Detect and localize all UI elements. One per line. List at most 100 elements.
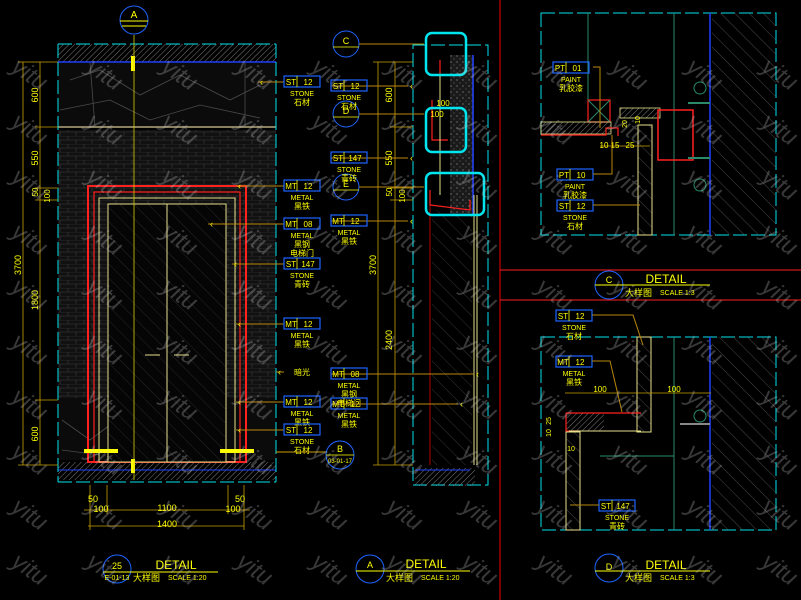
tag-code: ST xyxy=(286,260,296,269)
tag-type: STONE xyxy=(605,515,629,522)
dim-c-10b: 10 xyxy=(635,116,642,124)
detail-d-dimensions: 100 100 10 25 10 xyxy=(546,385,711,453)
tag-code: ST xyxy=(333,154,343,163)
leader-arrow-icon: ‹ xyxy=(460,399,463,409)
section-a-title-block: A DETAIL 大样图 SCALE 1:20 xyxy=(355,554,470,584)
leader-arrow-icon: ‹ xyxy=(410,81,413,91)
title-number: 25 xyxy=(112,561,122,571)
leader-arrow-icon: ‹ xyxy=(410,216,413,226)
tag-code: MT xyxy=(332,217,344,226)
detail-d-drawing[interactable] xyxy=(540,336,777,531)
callout-e[interactable]: E xyxy=(332,173,424,201)
watermark-text: yitu xyxy=(155,492,203,537)
marker-b-letter: B xyxy=(337,444,343,454)
title-letter: D xyxy=(606,562,613,572)
tag-type: STONE xyxy=(563,215,587,222)
section-a-drawing[interactable] xyxy=(412,31,489,486)
tag-cn: 黑铁 xyxy=(566,377,582,387)
dim-600-bottom: 600 xyxy=(30,426,40,441)
section-a-callouts[interactable]: C D E xyxy=(332,30,424,201)
leader-arrow-icon: ‹ xyxy=(278,367,281,377)
watermark-text: yitu xyxy=(380,547,428,592)
title-scale: SCALE 1:3 xyxy=(660,290,695,297)
elevation-tag-5[interactable]: ‹暗光 xyxy=(276,367,310,377)
tag-code: ST xyxy=(559,202,569,211)
tag-type: STONE xyxy=(290,273,314,280)
dim-50: 50 xyxy=(31,187,40,196)
tag-number: 147 xyxy=(301,260,315,269)
tag-code: ST xyxy=(286,426,296,435)
tag-cn: 黑钢 xyxy=(341,389,357,399)
elevation-title-block: 25 E-01-13 DETAIL 大样图 SCALE 1:20 xyxy=(102,554,218,584)
tag-type: PAINT xyxy=(561,77,582,84)
watermark-text: yitu xyxy=(530,107,578,152)
dim-d-100a: 100 xyxy=(593,385,607,394)
sec-a-dim-50: 50 xyxy=(385,187,394,196)
tag-cn: 青砖 xyxy=(341,173,357,183)
dim-600-top: 600 xyxy=(30,87,40,102)
tag-code: MT xyxy=(285,320,297,329)
callout-letter: C xyxy=(343,36,350,46)
section-marker-b[interactable]: B 03-01-17 xyxy=(276,440,355,470)
callout-d[interactable]: D xyxy=(332,100,424,128)
watermark-text: yitu xyxy=(80,547,128,592)
tag-number: 12 xyxy=(351,217,360,226)
watermark-text: yitu xyxy=(380,162,428,207)
leader-arrow-icon: ‹ xyxy=(238,319,241,329)
tag-code: ST xyxy=(558,312,568,321)
title-sheet: E-01-13 xyxy=(105,575,130,582)
callout-box-c[interactable] xyxy=(424,31,468,77)
tag-code: ST xyxy=(286,78,296,87)
title-label: DETAIL xyxy=(405,557,446,571)
tag-box xyxy=(330,214,368,227)
leader-arrow-icon: ‹ xyxy=(238,425,241,435)
tag-code: MT xyxy=(285,398,297,407)
watermark-text: yitu xyxy=(155,547,203,592)
elevation-vertical-dimensions: 600 550 50 100 1800 600 3700 xyxy=(13,61,58,466)
watermark-text: yitu xyxy=(305,547,353,592)
elevation-drawing[interactable] xyxy=(57,35,277,483)
tag-type: METAL xyxy=(291,233,314,240)
callout-box-d[interactable] xyxy=(424,106,468,154)
dim-100-left: 100 xyxy=(93,504,108,514)
dim-1800: 1800 xyxy=(30,290,40,310)
callout-box-e[interactable] xyxy=(424,171,486,217)
dim-100-right: 100 xyxy=(225,504,240,514)
section-marker-a-top[interactable]: A xyxy=(119,5,149,35)
tag-type: METAL xyxy=(338,383,361,390)
leader-arrow-icon: ‹ xyxy=(260,77,263,87)
title-cn: 大样图 xyxy=(133,572,160,583)
callout-c[interactable]: C xyxy=(332,30,424,58)
tag-box xyxy=(330,397,368,410)
dim-d-10: 10 xyxy=(546,429,553,437)
title-scale: SCALE 1:3 xyxy=(660,575,695,582)
tag-code: MT xyxy=(285,220,297,229)
sec-a-dim-100: 100 xyxy=(398,189,407,203)
tag-box xyxy=(283,257,321,270)
detail-c-drawing[interactable] xyxy=(540,12,777,236)
sec-a-dim-2400: 2400 xyxy=(384,330,394,350)
watermark-text: yitu xyxy=(380,492,428,537)
dim-c-15: 15 xyxy=(611,141,620,150)
detail-d-title-block: D DETAIL 大样图 SCALE 1:3 xyxy=(594,553,710,583)
tag-number: 12 xyxy=(304,78,313,87)
tag-number: 10 xyxy=(577,171,586,180)
watermark-text: yitu xyxy=(230,547,278,592)
